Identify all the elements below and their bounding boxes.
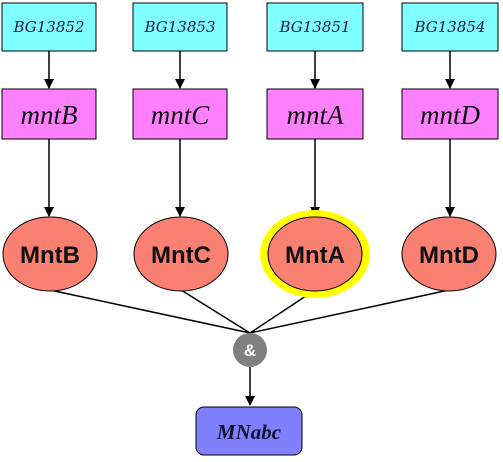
column-2: BG13851 mntA MntA [260, 2, 370, 298]
mrna-label-0: mntB [21, 100, 78, 130]
protein-node-2[interactable] [267, 216, 363, 292]
column-1: BG13853 mntC MntC [132, 2, 229, 292]
protein-label-3: MntD [419, 242, 479, 269]
protein-node-0[interactable] [2, 216, 98, 292]
edge-layer [44, 51, 455, 406]
column-3: BG13854 mntD MntD [401, 2, 499, 292]
and-node[interactable] [233, 333, 267, 367]
complex-label: MNabc [216, 420, 282, 444]
gene-box-3[interactable] [401, 2, 499, 52]
gene-box-1[interactable] [132, 2, 228, 52]
complex-box[interactable] [195, 406, 303, 456]
protein-to-and-edge-3 [249, 289, 450, 334]
mrna-box-3[interactable] [401, 88, 499, 140]
protein-label-2: MntA [285, 242, 345, 269]
protein-label-0: MntB [20, 242, 80, 269]
and-junction: & [233, 333, 267, 367]
protein-node-1[interactable] [133, 216, 229, 292]
protein-node-3[interactable] [401, 216, 497, 292]
complex: MNabc [195, 406, 303, 456]
protein-to-and-edge-0 [49, 289, 251, 334]
and-label: & [244, 341, 256, 360]
protein-label-1: MntC [151, 242, 211, 269]
protein-to-and-edge-1 [180, 289, 251, 334]
gene-box-0[interactable] [1, 2, 97, 52]
protein-to-and-edge-2 [249, 289, 316, 334]
mrna-label-2: mntA [287, 100, 345, 130]
mrna-box-0[interactable] [1, 88, 97, 140]
mrna-label-1: mntC [151, 100, 211, 130]
gene-label-1: BG13853 [143, 18, 215, 36]
gene-label-2: BG13851 [278, 18, 350, 36]
mrna-label-3: mntD [420, 100, 481, 130]
gene-label-0: BG13852 [12, 18, 84, 36]
column-0: BG13852 mntB MntB [1, 2, 98, 292]
gene-box-2[interactable] [266, 2, 364, 52]
mrna-box-2[interactable] [266, 88, 364, 140]
gene-label-3: BG13854 [413, 18, 485, 36]
mrna-box-1[interactable] [132, 88, 228, 140]
